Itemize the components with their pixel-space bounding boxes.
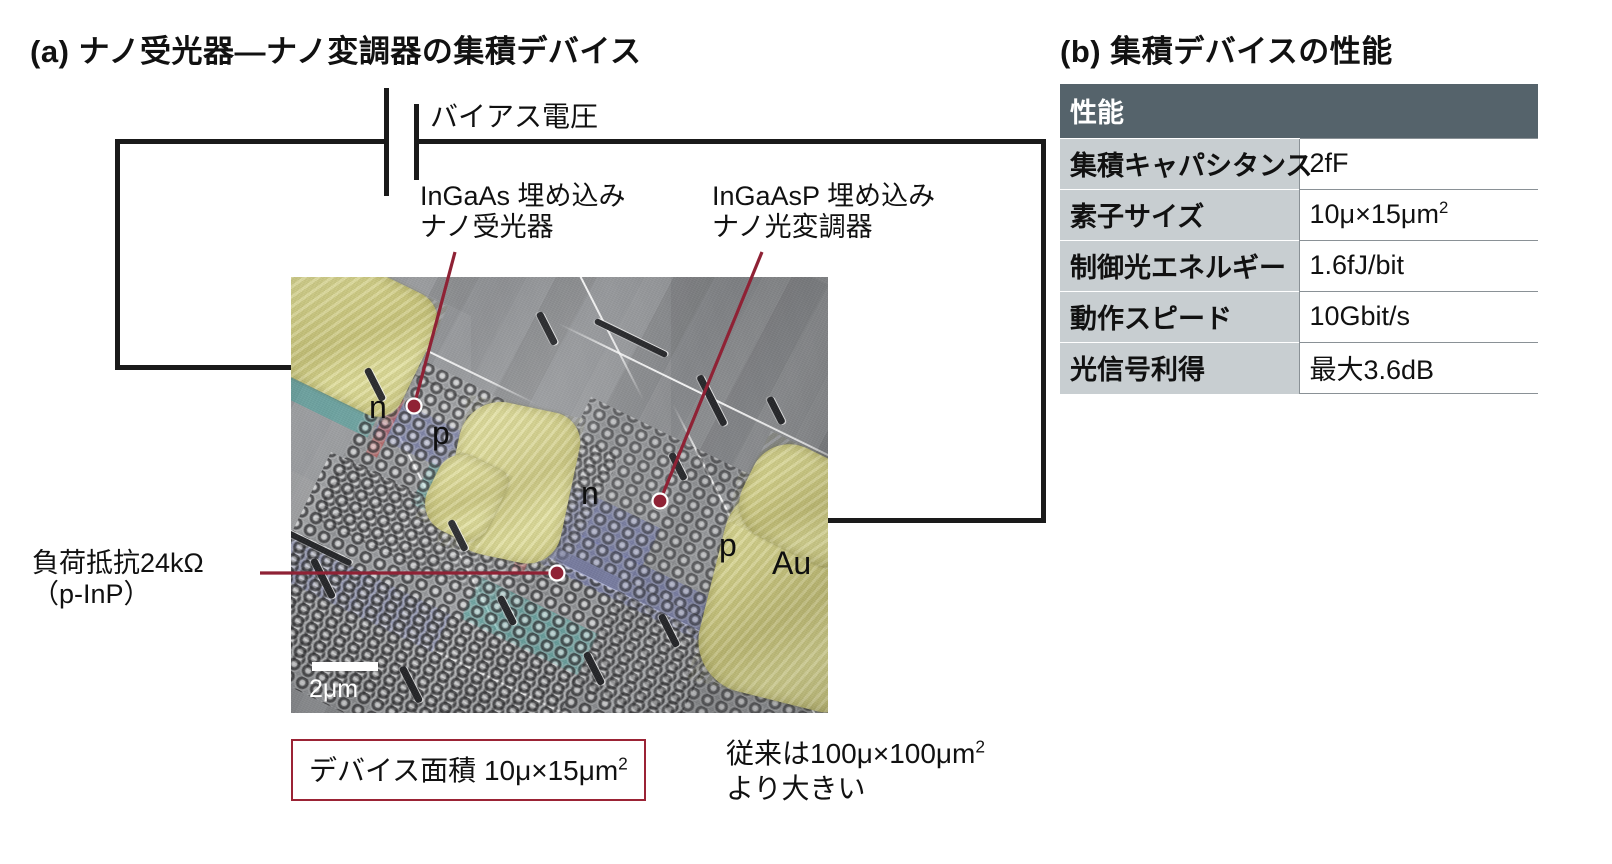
callout-photodetector-line2: ナノ受光器 [420, 212, 554, 243]
mark-n-lower: n [581, 475, 599, 511]
callout-modulator-line1: InGaAsP 埋め込み [712, 181, 936, 211]
table-cell-value: 2fF [1298, 138, 1538, 190]
bias-voltage-label: バイアス電圧 [430, 101, 599, 132]
table-cell-value-superscript: 2 [1438, 198, 1449, 217]
wire-right-horizontal-top [415, 139, 1046, 144]
mark-p-upper: p [432, 415, 450, 451]
scale-bar-label: 2μm [309, 675, 359, 703]
battery-long-plate [384, 88, 389, 196]
table-cell-key: 制御光エネルギー [1060, 240, 1299, 292]
table-cell-key: 動作スピード [1060, 291, 1299, 343]
wire-right-horizontal-bottom [823, 518, 1046, 523]
callout-load-resistor-line1: 負荷抵抗24kΩ [32, 548, 204, 578]
callout-photodetector: InGaAs 埋め込み ナノ受光器 [420, 181, 626, 244]
table-cell-value-text: 1.6fJ/bit [1309, 250, 1405, 280]
table-cell-value-text: 2fF [1309, 148, 1349, 178]
comparison-line1-text: 従来は100μ×100μm [726, 738, 976, 769]
table-row: 制御光エネルギー 1.6fJ/bit [1060, 240, 1538, 292]
table-cell-value: 1.6fJ/bit [1298, 240, 1538, 292]
table-cell-key: 集積キャパシタンス [1060, 138, 1312, 190]
table-header-row: 性能 [1060, 84, 1538, 139]
comparison-line1: 従来は100μ×100μm2 [726, 738, 985, 769]
callout-modulator-line2: ナノ光変調器 [712, 212, 873, 243]
scale-bar [312, 662, 378, 671]
device-area-text: デバイス面積 10μ×15μm [309, 755, 619, 786]
device-area-superscript: 2 [618, 753, 628, 774]
table-cell-key: 素子サイズ [1060, 189, 1299, 241]
wire-left-horizontal-top [115, 139, 385, 144]
wire-left-horizontal-bottom [115, 365, 297, 370]
table-header-cell: 性能 [1060, 84, 1538, 139]
wire-right-vertical [1041, 139, 1046, 523]
sem-micrograph: n p n p Au 2μm [291, 277, 828, 713]
callout-load-resistor-line2: （p-InP） [32, 579, 151, 610]
table-cell-value-text: 10μ×15μm [1309, 199, 1439, 229]
table-cell-value: 10μ×15μm2 [1298, 189, 1538, 241]
mark-p-lower: p [719, 527, 737, 563]
comparison-line1-superscript: 2 [975, 736, 986, 757]
comparison-line2: より大きい [726, 773, 866, 804]
callout-photodetector-line1: InGaAs 埋め込み [420, 181, 626, 211]
table-cell-value-text: 最大3.6dB [1309, 355, 1435, 385]
panel-b-title: (b) 集積デバイスの性能 [1060, 34, 1393, 69]
wire-left-vertical [115, 139, 120, 370]
table-cell-value: 最大3.6dB [1298, 342, 1538, 394]
sem-vignette-layer [291, 277, 828, 713]
table-row: 素子サイズ 10μ×15μm2 [1060, 189, 1538, 241]
table-cell-key: 光信号利得 [1060, 342, 1299, 394]
mark-au: Au [772, 545, 812, 581]
conventional-comparison-note: 従来は100μ×100μm2 より大きい [726, 736, 985, 806]
performance-table: 性能 集積キャパシタンス 2fF 素子サイズ 10μ×15μm2 制御光エネルギ… [1060, 84, 1538, 394]
table-cell-value: 10Gbit/s [1298, 291, 1538, 343]
table-row: 集積キャパシタンス 2fF [1060, 138, 1538, 190]
callout-load-resistor: 負荷抵抗24kΩ （p-InP） [32, 548, 204, 611]
table-row: 光信号利得 最大3.6dB [1060, 342, 1538, 394]
panel-a-title: (a) ナノ受光器―ナノ変調器の集積デバイス [30, 34, 642, 69]
device-area-box: デバイス面積 10μ×15μm2 [291, 739, 646, 801]
callout-modulator: InGaAsP 埋め込み ナノ光変調器 [712, 181, 935, 244]
table-cell-value-text: 10Gbit/s [1309, 301, 1411, 331]
table-row: 動作スピード 10Gbit/s [1060, 291, 1538, 343]
mark-n-upper: n [369, 389, 387, 425]
battery-short-plate [414, 104, 419, 180]
